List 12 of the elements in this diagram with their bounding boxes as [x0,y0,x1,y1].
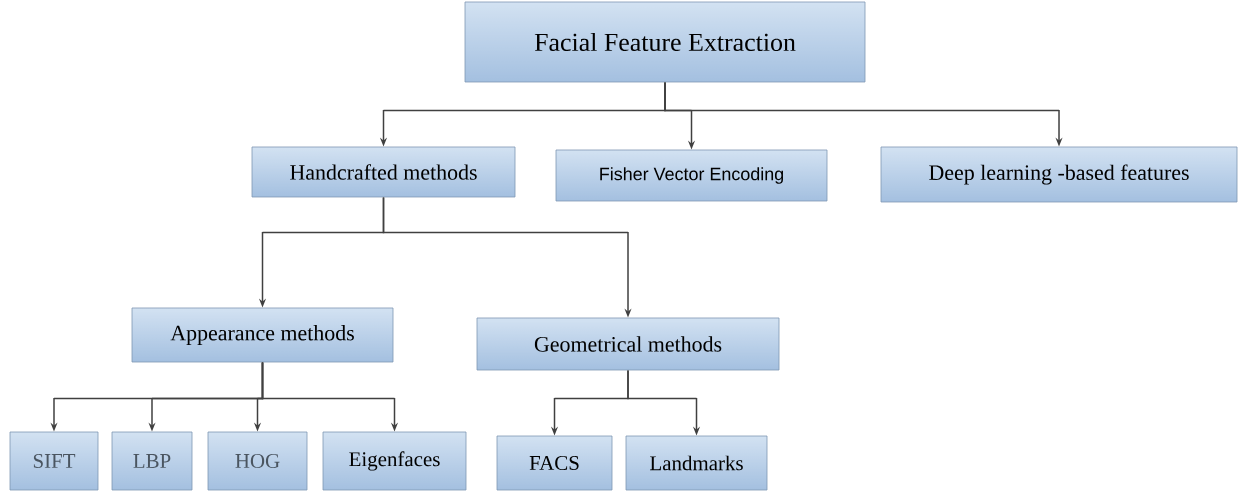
process-box: Fisher Vector Encoding [555,149,828,202]
process-box: SIFT [9,431,99,491]
process-box: Deep learning -based features [880,146,1238,203]
process-box: Facial Feature Extraction [464,1,866,83]
process-box: HOG [207,431,308,491]
process-box: LBP [111,431,193,491]
process-box: Appearance methods [131,307,394,363]
process-box: Landmarks [625,435,768,491]
process-box: Geometrical methods [476,317,780,371]
process-box: Eigenfaces [322,431,467,491]
process-box: Handcrafted methods [251,146,516,198]
process-box: FACS [496,435,613,491]
